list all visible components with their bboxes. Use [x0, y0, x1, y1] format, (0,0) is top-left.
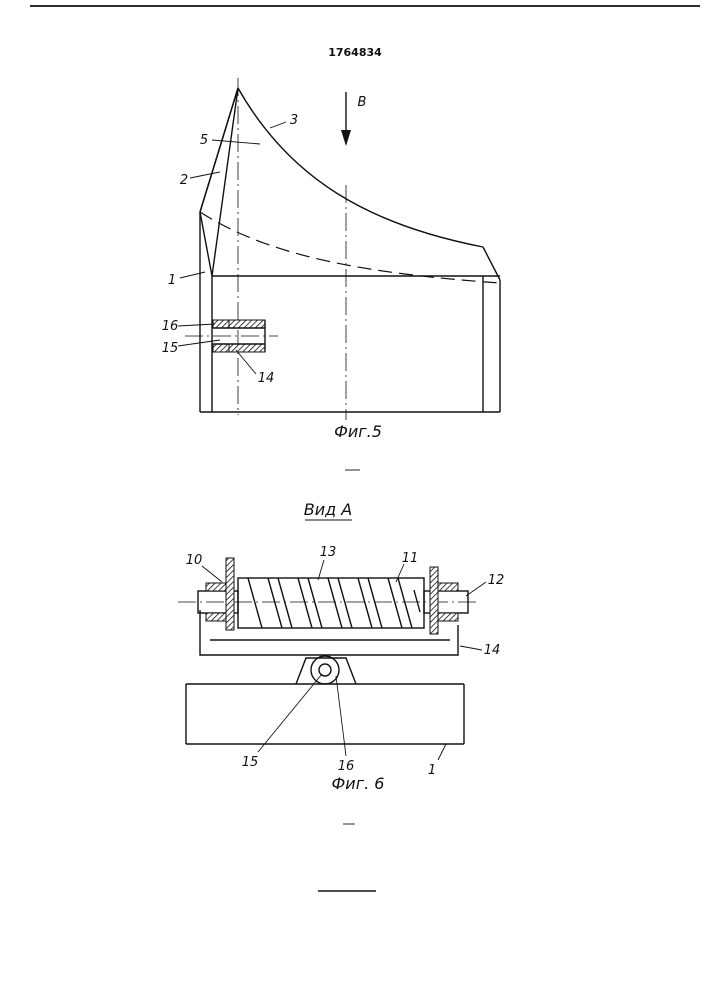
fig6-label-15: 15	[242, 755, 259, 770]
fig5-label-1: 1	[168, 273, 176, 288]
fig6-leader-1	[438, 744, 446, 760]
fig6-support-left	[226, 558, 234, 630]
fig6-hinge-pin	[319, 664, 331, 676]
fig5-leader-5	[212, 140, 260, 144]
fig5-label-2: 2	[180, 173, 188, 188]
fig6-bearing-left-top	[206, 583, 228, 591]
fig5-bearing-lower-2	[229, 344, 265, 352]
fig6-view-title: Вид А	[304, 500, 352, 519]
fig5-label-15: 15	[162, 341, 179, 356]
fig6-label-16: 16	[338, 759, 355, 774]
fig6-support-right	[430, 567, 438, 634]
fig6-label-11: 11	[402, 551, 419, 566]
fig6-label-1: 1	[428, 763, 436, 778]
fig5-label-14: 14	[258, 371, 275, 386]
fig6-worm-threads	[248, 578, 420, 628]
patent-number: 1764834	[328, 46, 382, 59]
fig6-leader-14	[460, 646, 482, 650]
fig5-profile-curve	[238, 88, 483, 247]
fig6-hinge-support	[296, 658, 356, 684]
fig6-bearing-right-top	[436, 583, 458, 591]
fig6-leader-13	[318, 560, 324, 580]
fig6-bearing-left-bottom	[206, 613, 228, 621]
fig5-leader-2	[190, 172, 220, 178]
fig6-leader-12	[466, 582, 486, 596]
fig6-leader-11	[396, 564, 404, 582]
fig5-label-5: 5	[200, 133, 208, 148]
fig5-leader-3	[270, 122, 286, 128]
fig5-bearing-upper	[213, 320, 229, 328]
fig5-label-3: 3	[290, 113, 298, 128]
fig6-label-13: 13	[320, 545, 337, 560]
fig5-hidden-curve	[200, 212, 500, 283]
fig5-leader-14	[236, 350, 256, 374]
fig5-caption: Фиг.5	[334, 422, 382, 441]
fig6-bearing-right-bottom	[436, 613, 458, 621]
fig5-bearing-upper-2	[229, 320, 265, 328]
fig6-label-12: 12	[488, 573, 505, 588]
figure-6: Вид А	[178, 500, 504, 793]
fig5-view-marker: В	[358, 95, 367, 110]
fig6-leader-15	[258, 674, 322, 752]
fig5-wedge	[200, 88, 238, 276]
fig5-bearing-lower	[213, 344, 229, 352]
fig6-label-10: 10	[186, 553, 203, 568]
fig5-view-arrow-head	[341, 130, 351, 146]
fig6-hinge-outer	[311, 656, 339, 684]
fig6-leader-10	[202, 566, 222, 582]
fig6-label-14: 14	[484, 643, 501, 658]
fig5-wedge-tip	[483, 247, 500, 280]
fig6-caption: Фиг. 6	[332, 774, 385, 793]
fig5-label-16: 16	[162, 319, 179, 334]
fig5-leader-16	[178, 324, 215, 326]
fig6-worm-body	[238, 578, 424, 628]
fig5-leader-1	[180, 272, 205, 278]
figure-5: В 3 5 2 1 16 15 14 Фиг.5	[162, 78, 500, 441]
